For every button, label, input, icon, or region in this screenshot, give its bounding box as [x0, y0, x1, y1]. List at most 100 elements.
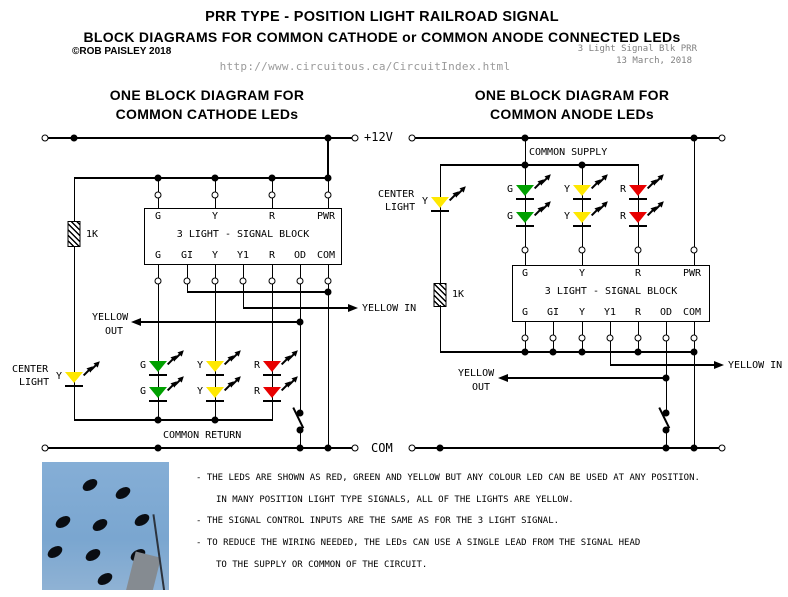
- junction-dot: [296, 444, 304, 452]
- right-diagram-heading-1: ONE BLOCK DIAGRAM FOR: [474, 87, 670, 103]
- wire: [299, 430, 301, 448]
- terminal: [268, 277, 276, 285]
- junction-dot: [324, 444, 332, 452]
- led-label: Y: [564, 184, 571, 195]
- junction-dot: [296, 318, 304, 326]
- note-line: - THE LEDS ARE SHOWN AS RED, GREEN AND Y…: [196, 473, 700, 483]
- arrowhead-left-icon: [131, 318, 141, 326]
- block-pin-label: R: [634, 307, 642, 318]
- site-url[interactable]: http://www.circuitous.ca/CircuitIndex.ht…: [219, 60, 511, 73]
- terminal: [351, 444, 359, 452]
- terminal: [521, 334, 529, 342]
- block-pin-label: Y1: [236, 250, 250, 261]
- wire: [439, 165, 441, 283]
- wire: [73, 178, 75, 221]
- block-title: 3 LIGHT - SIGNAL BLOCK: [176, 229, 310, 240]
- terminal: [324, 277, 332, 285]
- block-pin-label: OD: [293, 250, 307, 261]
- doc-date: 13 March, 2018: [616, 56, 692, 66]
- led-label: Y: [564, 211, 571, 222]
- terminal: [662, 334, 670, 342]
- wire: [693, 322, 695, 448]
- junction-dot: [324, 288, 332, 296]
- wire: [45, 447, 355, 449]
- center-light-label: LIGHT: [19, 377, 50, 388]
- resistor-label: 1K: [452, 289, 465, 300]
- junction-dot: [690, 444, 698, 452]
- junction-dot: [690, 348, 698, 356]
- led-label: G: [140, 360, 147, 371]
- wire: [693, 138, 695, 265]
- block-pin-label: OD: [659, 307, 673, 318]
- junction-dot: [154, 416, 162, 424]
- wire: [327, 138, 329, 178]
- terminal: [408, 444, 416, 452]
- yellow-out-label: YELLOW: [458, 368, 495, 379]
- terminal: [408, 134, 416, 142]
- terminal: [690, 246, 698, 254]
- block-pin-label: Y: [578, 268, 586, 279]
- note-line: - TO REDUCE THE WIRING NEEDED, THE LEDs …: [196, 538, 641, 548]
- wire: [74, 177, 329, 179]
- note-line: IN MANY POSITION LIGHT TYPE SIGNALS, ALL…: [216, 495, 574, 505]
- block-pin-label: PWR: [316, 211, 336, 222]
- terminal: [606, 334, 614, 342]
- terminal: [521, 246, 529, 254]
- block-pin-label: GI: [546, 307, 560, 318]
- terminal: [578, 246, 586, 254]
- wire: [243, 307, 348, 309]
- block-pin-label: PWR: [682, 268, 702, 279]
- junction-dot: [662, 374, 670, 382]
- terminal: [211, 191, 219, 199]
- wire: [440, 351, 695, 353]
- yellow-in-label: YELLOW IN: [728, 360, 783, 371]
- resistor-1k: [67, 221, 81, 247]
- wire: [214, 265, 216, 420]
- wire: [665, 430, 667, 448]
- junction-dot: [521, 348, 529, 356]
- terminal: [351, 134, 359, 142]
- wire: [242, 265, 244, 309]
- note-line: TO THE SUPPLY OR COMMON OF THE CIRCUIT.: [216, 560, 428, 570]
- copyright: ©ROB PAISLEY 2018: [72, 46, 172, 57]
- led-label: R: [620, 184, 627, 195]
- common-supply-label: COMMON SUPPLY: [529, 147, 608, 158]
- block-pin-label: R: [634, 268, 642, 279]
- center-light-label: CENTER: [12, 364, 49, 375]
- wire: [609, 322, 611, 365]
- wire: [271, 265, 273, 420]
- led-label: G: [140, 386, 147, 397]
- arrowhead-right-icon: [714, 361, 724, 369]
- right-diagram-heading-2: COMMON ANODE LEDs: [489, 106, 655, 122]
- terminal: [211, 277, 219, 285]
- junction-dot: [211, 416, 219, 424]
- note-line: - THE SIGNAL CONTROL INPUTS ARE THE SAME…: [196, 516, 560, 526]
- led-label: G: [507, 184, 514, 195]
- led-label: Y: [422, 196, 429, 207]
- terminal: [578, 334, 586, 342]
- wire: [508, 377, 666, 379]
- terminal: [41, 444, 49, 452]
- terminal: [154, 277, 162, 285]
- block-pin-label: G: [521, 268, 529, 279]
- wire: [610, 364, 714, 366]
- terminal: [634, 334, 642, 342]
- terminal: [549, 334, 557, 342]
- led-label: R: [620, 211, 627, 222]
- block-pin-label: R: [268, 211, 276, 222]
- doc-name: 3 Light Signal Blk PRR: [577, 44, 697, 54]
- terminal: [183, 277, 191, 285]
- terminal: [690, 334, 698, 342]
- block-pin-label: COM: [682, 307, 702, 318]
- wire: [141, 321, 300, 323]
- photo-position-light-signal: [42, 462, 169, 590]
- center-light-label: CENTER: [378, 189, 415, 200]
- wire: [299, 265, 301, 413]
- block-title: 3 LIGHT - SIGNAL BLOCK: [544, 286, 678, 297]
- wire: [45, 137, 355, 139]
- supply-label: +12V: [364, 130, 393, 144]
- wire: [157, 265, 159, 420]
- wire: [412, 447, 722, 449]
- yellow-out-label: OUT: [105, 326, 124, 337]
